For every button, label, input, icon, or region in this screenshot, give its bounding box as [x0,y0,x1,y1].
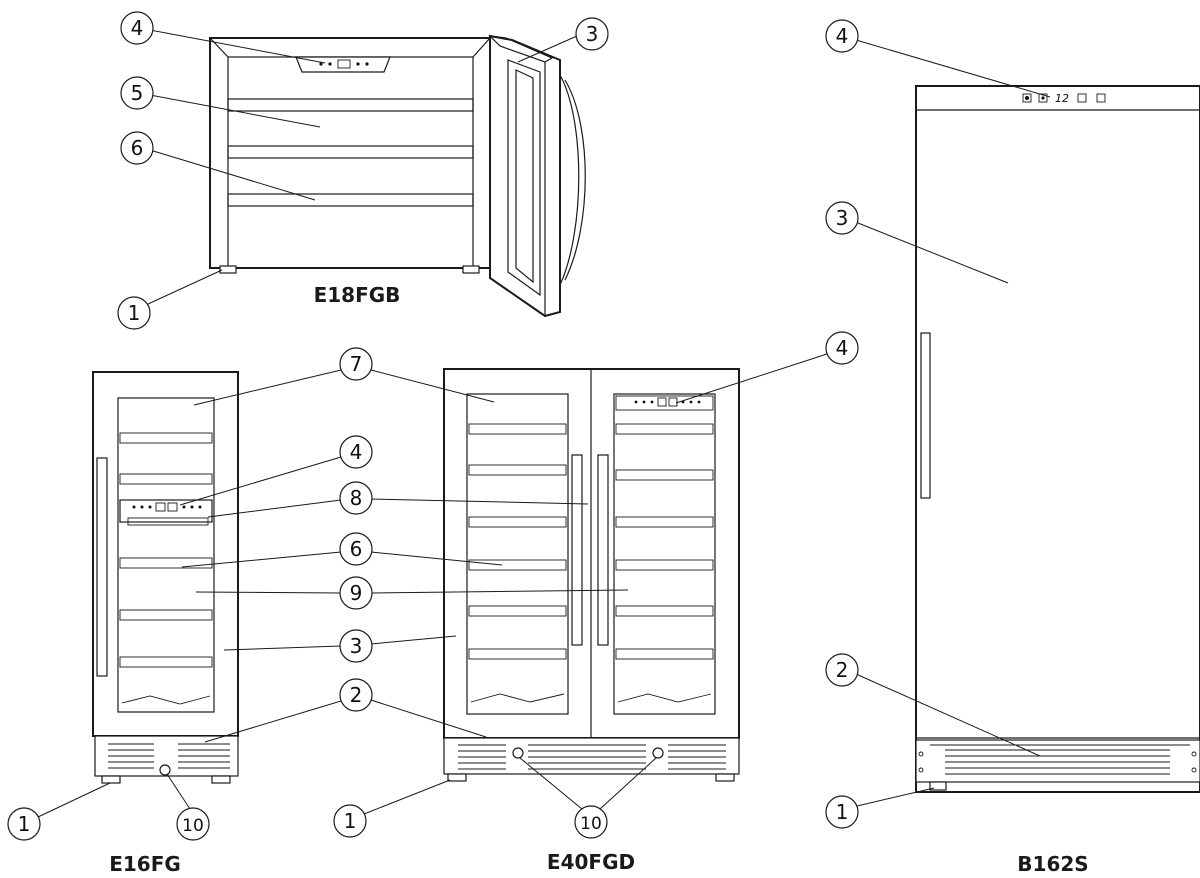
model-label-b162s: B162S [1017,852,1088,876]
svg-text:1: 1 [18,812,31,836]
dual-zone-panel [119,499,213,523]
svg-text:4: 4 [836,336,849,360]
svg-text:5: 5 [131,81,144,105]
svg-text:4: 4 [131,16,144,40]
control-panel [295,56,391,73]
b162s-unit: 12 [915,85,1200,793]
e18fgb-door [488,34,586,318]
lock-icon [652,747,664,759]
svg-text:3: 3 [836,206,849,230]
e16fg-unit [92,371,239,784]
callout-e16-10: 10 [166,773,210,841]
svg-text:8: 8 [350,486,363,510]
callout-mid-9: 9 [195,576,629,610]
grille-base [443,737,740,775]
callout-b162-3: 3 [825,201,1009,284]
vent-grille [108,743,230,769]
door-handle [96,457,108,677]
callout-mid-2: 2 [204,678,487,743]
foot [219,265,237,274]
control-buttons [132,502,202,512]
callout-b162-2: 2 [825,653,1041,757]
temperature-display: 12 [1055,92,1069,105]
svg-text:7: 7 [350,352,363,376]
model-label-e40fgd: E40FGD [547,850,635,874]
svg-text:10: 10 [580,814,602,834]
dual-zone-panel [615,395,714,411]
callout-e18-3: 3 [517,17,609,63]
callout-mid-7: 7 [193,347,495,406]
svg-text:1: 1 [344,809,357,833]
vent-grille [458,744,726,770]
foot [101,775,121,784]
svg-text:6: 6 [350,537,363,561]
callout-b162-4: 4 [825,19,1051,98]
door-handle [920,332,931,499]
svg-text:10: 10 [182,816,204,836]
callout-mid-4: 4 [179,435,373,506]
callout-b162-1: 1 [825,787,935,829]
e40fgd-unit [443,368,740,782]
svg-text:2: 2 [836,658,849,682]
control-buttons [634,397,701,407]
svg-text:1: 1 [836,800,849,824]
foot [929,781,947,791]
callout-e16-1: 1 [7,782,111,841]
svg-text:6: 6 [131,136,144,160]
vent-grille [945,749,1170,775]
lock-icon [512,747,524,759]
svg-text:3: 3 [586,22,599,46]
callout-e40-10: 10 [519,757,657,839]
control-buttons [319,59,369,69]
foot [447,773,467,782]
foot [715,773,735,782]
svg-text:4: 4 [350,440,363,464]
svg-text:2: 2 [350,683,363,707]
left-door-handle [571,454,583,646]
callout-e18-5: 5 [120,76,321,128]
callout-mid-6: 6 [181,532,503,568]
foot [211,775,231,784]
model-label-e16fg: E16FG [109,852,181,876]
svg-text:9: 9 [350,581,363,605]
model-label-e18fgb: E18FGB [314,283,401,307]
control-buttons [1022,93,1106,103]
callout-mid-3: 3 [223,629,457,663]
svg-text:3: 3 [350,634,363,658]
grille-base [915,739,1200,783]
callout-e40-4: 4 [675,331,859,404]
foot [462,265,480,274]
svg-text:4: 4 [836,24,849,48]
lock-icon [159,764,171,776]
callout-mid-8: 8 [207,481,589,518]
callout-e18-6: 6 [120,131,316,201]
svg-text:1: 1 [128,301,141,325]
callout-e40-1: 1 [333,779,451,838]
e18fgb-unit [209,34,586,318]
callout-e18-4: 4 [120,11,326,64]
right-door-handle [597,454,609,646]
callout-e18-1: 1 [117,269,223,330]
